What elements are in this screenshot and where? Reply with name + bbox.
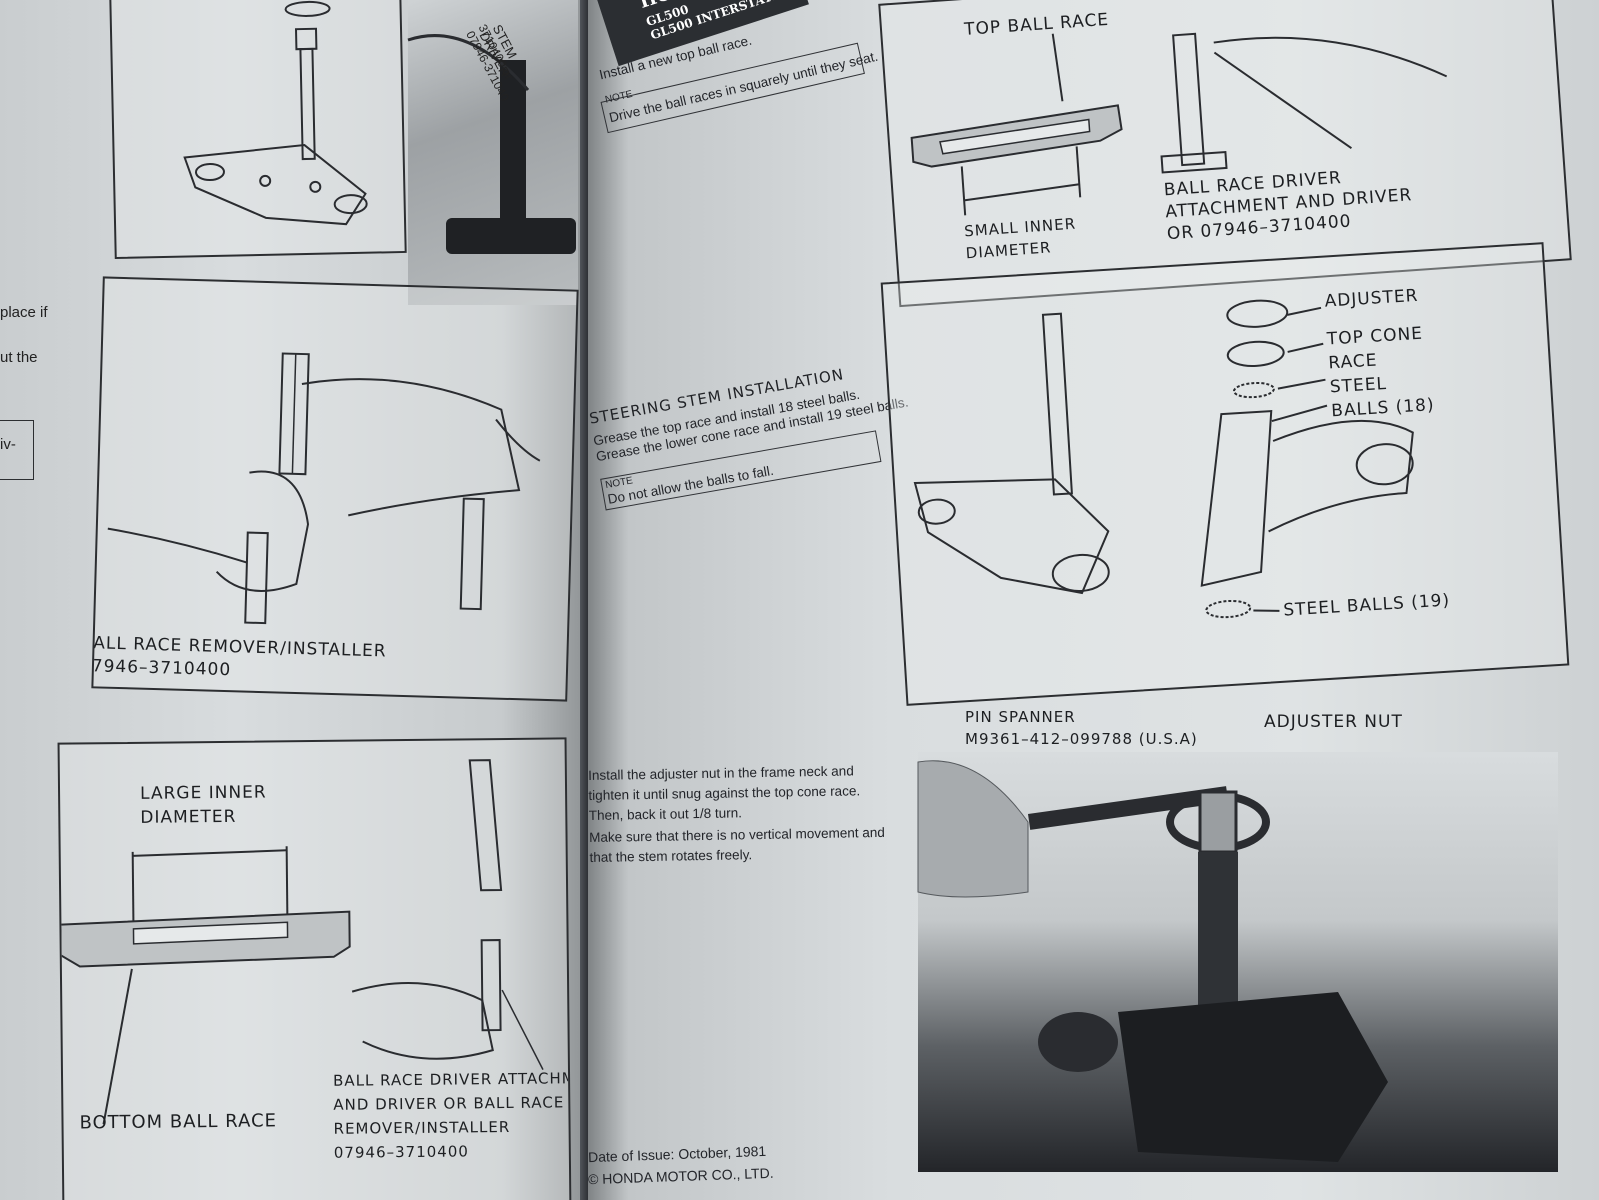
left-page: STEM DRIVER 3710400 or 07946-371040 plac… bbox=[0, 0, 590, 1200]
label-driver-3: REMOVER/INSTALLER bbox=[333, 1117, 511, 1138]
figure-stem-exploded: ADJUSTER TOP CONE RACE STEEL BALLS (18) … bbox=[880, 242, 1570, 706]
steering-stem-drawing bbox=[183, 0, 368, 226]
edge-fragment-1: place if bbox=[0, 304, 48, 321]
step3-line-5: that the stem rotates freely. bbox=[589, 847, 753, 865]
step3-line-4: Make sure that there is no vertical move… bbox=[589, 824, 885, 845]
edge-fragment-box bbox=[0, 420, 34, 480]
figure-steering-stem-left bbox=[109, 0, 407, 260]
step3-line-1: Install the adjuster nut in the frame ne… bbox=[588, 763, 854, 783]
step3-line-2: tighten it until snug against the top co… bbox=[588, 783, 861, 803]
label-pin-spanner-part: M9361–412–099788 (U.S.A) bbox=[965, 730, 1198, 748]
edge-fragment-2: ut the bbox=[0, 349, 38, 366]
label-bottom-ball-race: BOTTOM BALL RACE bbox=[79, 1110, 278, 1134]
footer-date-issue: Date of Issue: October, 1981 bbox=[588, 1142, 767, 1166]
label-top-cone-2: RACE bbox=[1327, 350, 1379, 374]
stem-driver-photo: STEM DRIVER 3710400 or 07946-371040 bbox=[407, 0, 578, 305]
adjuster-nut-photo bbox=[917, 752, 1558, 1172]
figure-top-ball-race: TOP BALL RACE SMALL INNER DIAMETER BALL … bbox=[878, 0, 1572, 308]
step3-line-3: Then, back it out 1/8 turn. bbox=[588, 805, 743, 823]
figure-ball-race-remover: BALL RACE REMOVER/INSTALLER 07946–371040… bbox=[91, 276, 579, 702]
edge-fragment-3: iv- bbox=[0, 436, 16, 453]
step-block-3: Install the adjuster nut in the frame ne… bbox=[588, 763, 888, 865]
stem-driver-tool bbox=[407, 34, 576, 254]
top-race-drawing bbox=[910, 32, 1448, 216]
figure-bottom-ball-race: LARGE INNER DIAMETER BOTTOM BALL RACE BA… bbox=[57, 737, 572, 1200]
ball-race-remover-drawing bbox=[107, 352, 541, 625]
stem-exploded-drawing bbox=[913, 299, 1414, 619]
label-driver-4: 07946–3710400 bbox=[333, 1142, 469, 1162]
caption-ball-race-remover-part: 07946–3710400 bbox=[91, 655, 232, 681]
right-page: HONDA GL500 GL500 INTERSTATE Install a n… bbox=[588, 0, 1599, 1200]
label-steel-1: STEEL bbox=[1329, 373, 1388, 398]
label-adjuster-nut: ADJUSTER NUT bbox=[1264, 712, 1403, 732]
label-pin-spanner: PIN SPANNER bbox=[965, 708, 1076, 726]
spanner-and-stem bbox=[917, 760, 1388, 1162]
bottom-race-drawing bbox=[58, 759, 544, 1125]
label-driver-2: AND DRIVER OR BALL RACE bbox=[333, 1093, 565, 1114]
footer-copyright: © HONDA MOTOR CO., LTD. bbox=[588, 1164, 774, 1188]
label-driver-1: BALL RACE DRIVER ATTACHMENT bbox=[332, 1068, 572, 1090]
